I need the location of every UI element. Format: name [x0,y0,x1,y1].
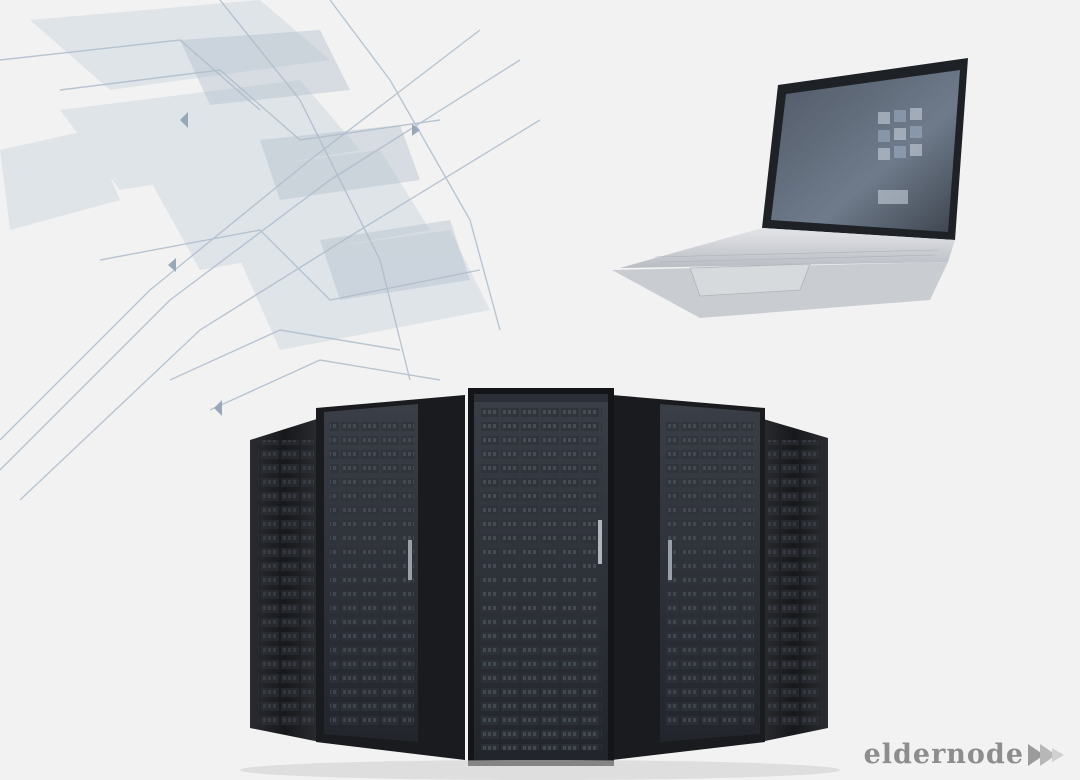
brand-name: eldernode [863,739,1024,770]
abstract-tech-lines [0,0,541,501]
brand-logo: eldernode [864,739,1066,770]
play-arrows-icon [1028,743,1064,766]
laptop [612,58,968,318]
server-racks [240,388,840,780]
